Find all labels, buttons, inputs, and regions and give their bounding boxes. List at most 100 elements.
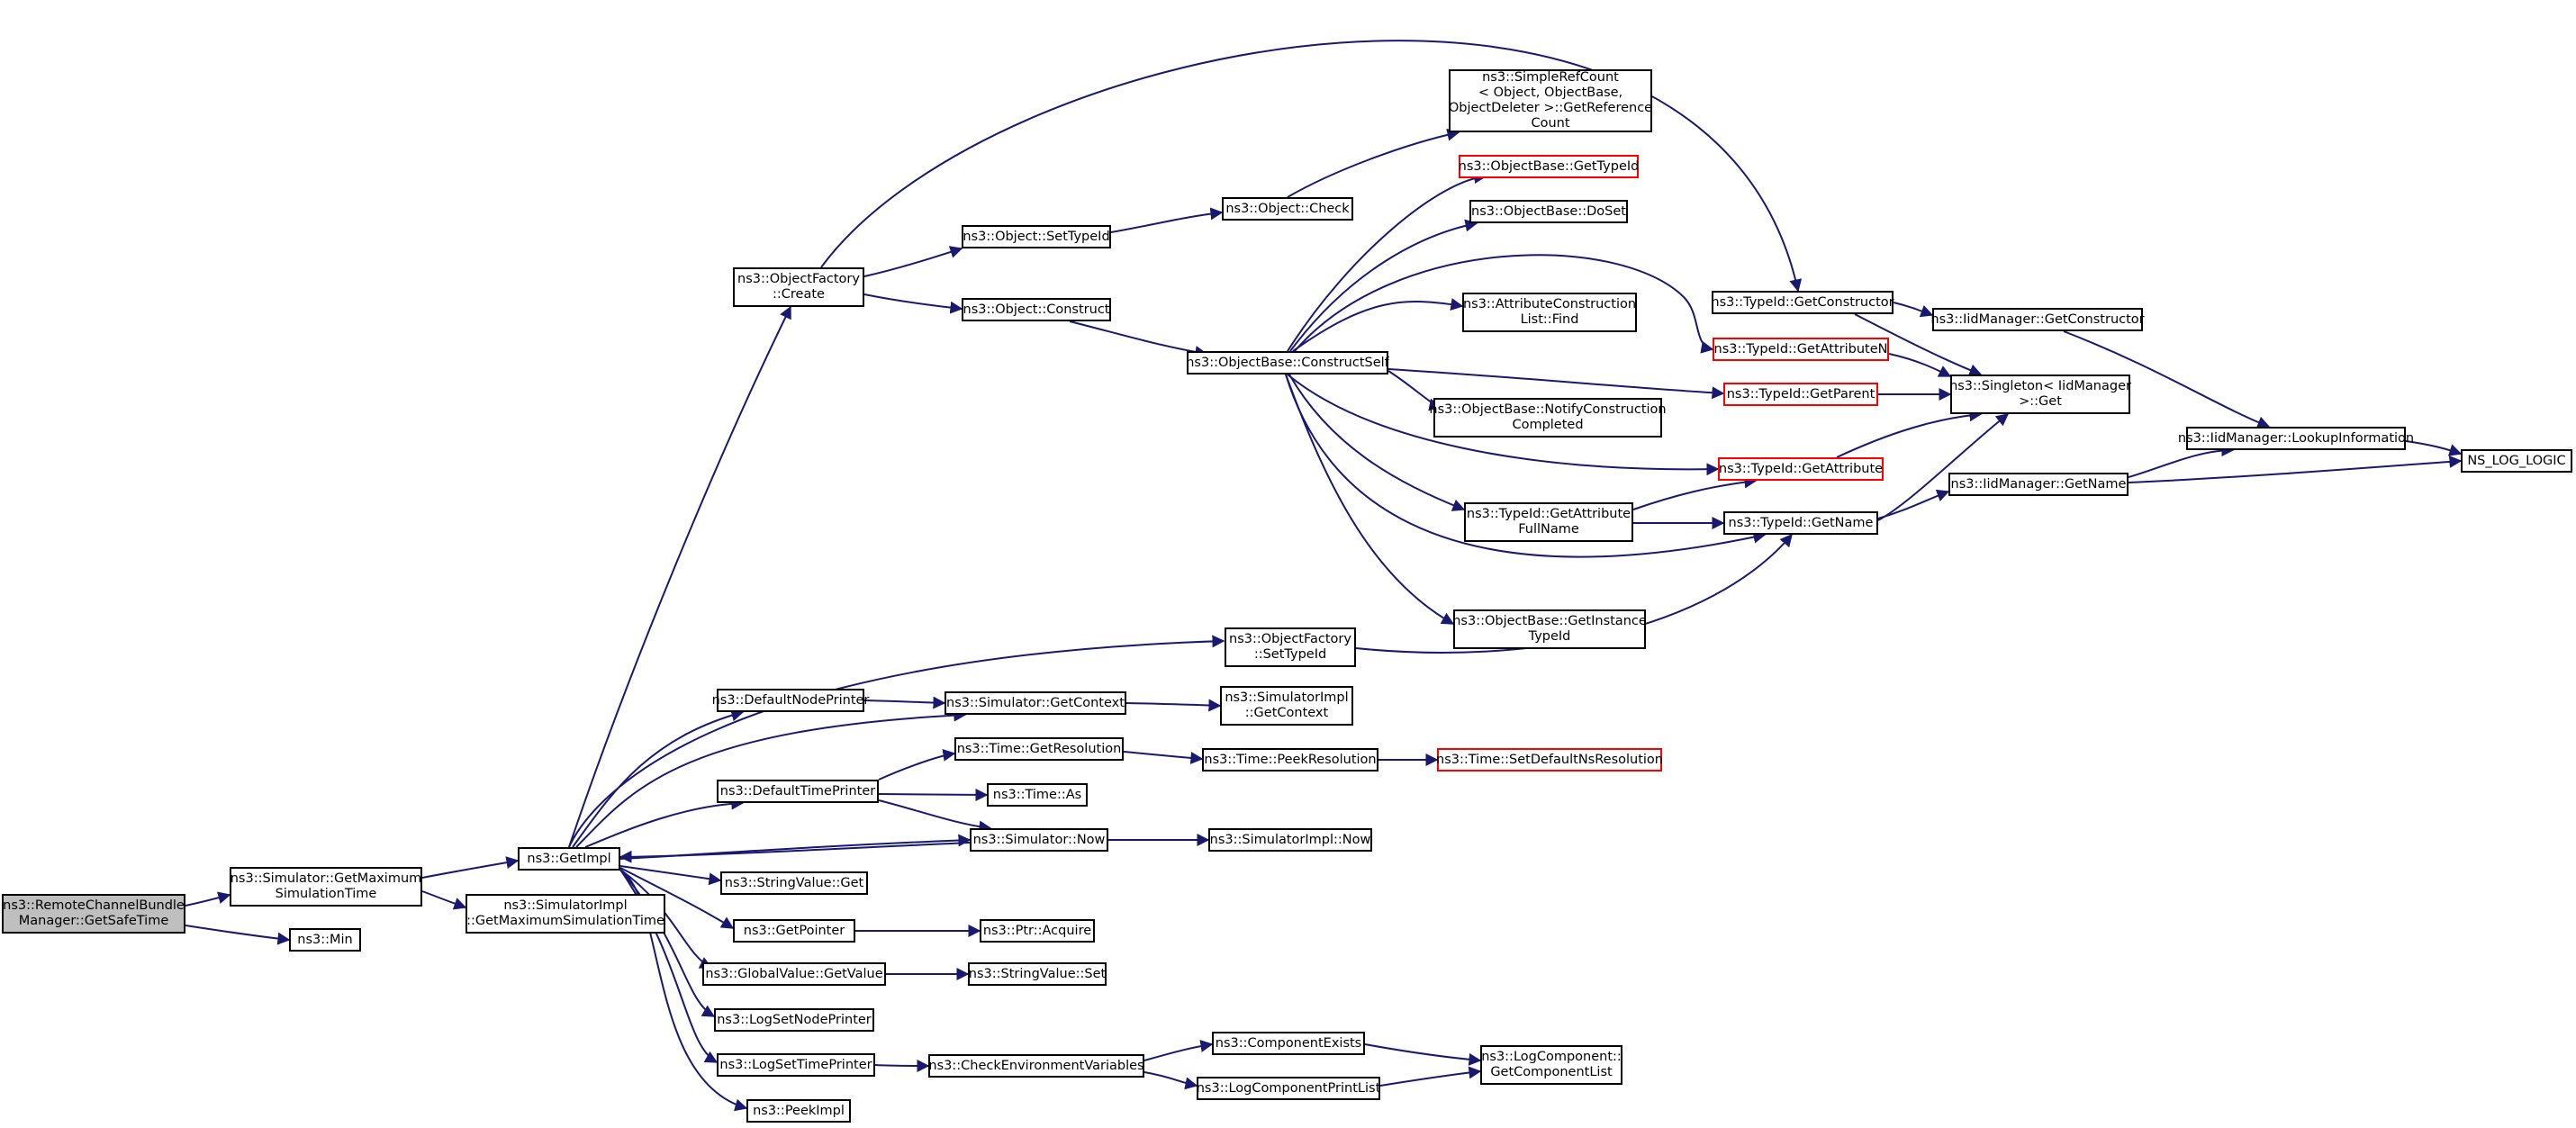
node-attrconst-find[interactable]: ns3::AttributeConstruction List::Find	[1462, 293, 1637, 332]
edge-defaulttimeprinter-to-getresolution	[878, 748, 956, 781]
edge-lookup-to-ns-log-logic	[2405, 440, 2463, 456]
edge-iid-getname-to-ns-log-logic	[2128, 455, 2463, 483]
node-typeid-getconstructor[interactable]: ns3::TypeId::GetConstructor	[1711, 291, 1894, 314]
node-time-peekresolution[interactable]: ns3::Time::PeekResolution	[1202, 748, 1378, 772]
node-simimpl-getcontext[interactable]: ns3::SimulatorImpl ::GetContext	[1220, 686, 1353, 726]
edge-constructself-to-gettypeid	[1287, 171, 1487, 352]
node-simimpl-now[interactable]: ns3::SimulatorImpl::Now	[1208, 828, 1372, 852]
edge-getimpl-to-of-create	[568, 305, 791, 848]
edge-of-create-to-obj-settypeid	[863, 246, 963, 277]
node-peekimpl[interactable]: ns3::PeekImpl	[746, 1099, 851, 1123]
node-sim-getcontext[interactable]: ns3::Simulator::GetContext	[945, 691, 1126, 715]
node-iid-lookup[interactable]: ns3::IidManager::LookupInformation	[2178, 427, 2414, 450]
edge-root-to-min	[185, 925, 291, 945]
node-ob-gettypeid[interactable]: ns3::ObjectBase::GetTypeId	[1459, 155, 1639, 178]
edge-getattrfullname-to-getattribute	[1632, 475, 1758, 510]
node-of-create[interactable]: ns3::ObjectFactory ::Create	[733, 267, 864, 307]
edge-sim-getmax-to-getimpl	[421, 856, 520, 879]
node-logcomponentprintlist[interactable]: ns3::LogComponentPrintList	[1197, 1077, 1380, 1100]
edge-obj-construct-to-ob-constructself	[1069, 320, 1208, 358]
node-sim-getmax[interactable]: ns3::Simulator::GetMaximum SimulationTim…	[230, 867, 422, 907]
node-ob-doset[interactable]: ns3::ObjectBase::DoSet	[1469, 200, 1628, 223]
edge-getimpl-to-of-settypeid	[568, 635, 1225, 848]
edge-getattribute-to-singleton	[1836, 409, 1983, 458]
node-typeid-getattribute[interactable]: ns3::TypeId::GetAttribute	[1718, 457, 1884, 481]
edge-defaulttimeprinter-to-time-as	[878, 788, 989, 801]
node-sim-now[interactable]: ns3::Simulator::Now	[970, 828, 1108, 852]
node-of-settypeid[interactable]: ns3::ObjectFactory ::SetTypeId	[1225, 627, 1356, 667]
edge-obj-settypeid-to-obj-check	[1110, 207, 1224, 233]
node-stringvalue-set[interactable]: ns3::StringValue::Set	[968, 962, 1107, 986]
edge-constructself-to-doset	[1289, 219, 1478, 352]
node-iid-getconstructor[interactable]: ns3::IidManager::GetConstructor	[1930, 308, 2145, 331]
node-singleton-get[interactable]: ns3::Singleton< IidManager >::Get	[1949, 374, 2131, 414]
edge-getimpl-to-getpointer	[619, 867, 735, 929]
node-iid-getname[interactable]: ns3::IidManager::GetName	[1948, 473, 2129, 496]
node-stringvalue-get[interactable]: ns3::StringValue::Get	[720, 871, 868, 895]
edge-of-create-to-obj-construct	[863, 293, 963, 314]
edge-constructself-to-getparent	[1387, 368, 1725, 400]
edge-getimpl-to-defaulttimeprinter	[584, 797, 745, 848]
edge-getimpl-to-peekimpl	[619, 869, 748, 1112]
edge-defaultnodeprinter-to-getcontext	[863, 696, 946, 709]
node-checkenv[interactable]: ns3::CheckEnvironmentVariables	[928, 1054, 1144, 1078]
edge-getconstructor-to-singleton	[1854, 313, 1983, 376]
node-obj-settypeid[interactable]: ns3::Object::SetTypeId	[962, 225, 1111, 248]
node-getpointer[interactable]: ns3::GetPointer	[733, 919, 855, 943]
edge-iid-getconstructor-to-lookup	[2063, 330, 2271, 429]
edge-constructself-to-getattribute	[1287, 374, 1720, 476]
node-logcomponent-getlist[interactable]: ns3::LogComponent:: GetComponentList	[1480, 1045, 1622, 1085]
edge-getname-to-singleton	[1877, 413, 2010, 521]
node-simimpl-getmax[interactable]: ns3::SimulatorImpl ::GetMaximumSimulatio…	[465, 894, 665, 934]
edge-getname-to-iid-getname	[1877, 489, 1950, 519]
edge-constructself-to-attrconst-find	[1292, 298, 1464, 352]
node-ob-notify[interactable]: ns3::ObjectBase::NotifyConstruction Comp…	[1429, 398, 1667, 438]
node-root: ns3::RemoteChannelBundle Manager::GetSaf…	[2, 894, 185, 934]
node-typeid-getparent[interactable]: ns3::TypeId::GetParent	[1723, 383, 1878, 406]
node-ob-constructself[interactable]: ns3::ObjectBase::ConstructSelf	[1186, 351, 1389, 374]
edge-checkenv-to-componentexists	[1143, 1039, 1214, 1061]
edge-getimpl-to-globalvalue-getvalue	[619, 869, 713, 969]
edge-getimpl-to-sim-getcontext	[575, 708, 967, 848]
node-ob-getinstancetypeid[interactable]: ns3::ObjectBase::GetInstance TypeId	[1452, 609, 1647, 649]
edge-printlist-to-getlist	[1379, 1066, 1482, 1087]
node-obj-construct[interactable]: ns3::Object::Construct	[962, 298, 1111, 321]
node-componentexists[interactable]: ns3::ComponentExists	[1212, 1032, 1365, 1055]
node-time-setdefaultns[interactable]: ns3::Time::SetDefaultNsResolution	[1436, 748, 1663, 772]
node-time-getresolution[interactable]: ns3::Time::GetResolution	[954, 737, 1124, 761]
edge-getconstructor-to-iid-getconstructor	[1893, 302, 1934, 318]
node-globalvalue-getvalue[interactable]: ns3::GlobalValue::GetValue	[702, 962, 886, 986]
node-ns-log-logic[interactable]: NS_LOG_LOGIC	[2461, 449, 2572, 473]
node-simplerefcount[interactable]: ns3::SimpleRefCount < Object, ObjectBase…	[1448, 69, 1653, 132]
node-defaultnodeprinter[interactable]: ns3::DefaultNodePrinter	[712, 689, 869, 712]
edge-constructself-to-getattrfullname	[1288, 374, 1466, 511]
node-typeid-getname[interactable]: ns3::TypeId::GetName	[1723, 511, 1878, 535]
edge-componentexists-to-getlist	[1364, 1043, 1482, 1066]
edge-logsettimeprinter-to-checkenv	[874, 1059, 930, 1072]
node-obj-check[interactable]: ns3::Object::Check	[1222, 197, 1353, 221]
node-typeid-getattributen[interactable]: ns3::TypeId::GetAttributeN	[1713, 338, 1889, 361]
edge-sim-getmax-to-simimpl-getmax	[421, 890, 467, 910]
node-min[interactable]: ns3::Min	[289, 928, 361, 952]
edge-sim-now-to-getimpl	[619, 842, 971, 863]
node-ptr-acquire[interactable]: ns3::Ptr::Acquire	[980, 919, 1095, 943]
node-logsetnodeprinter[interactable]: ns3::LogSetNodePrinter	[714, 1008, 874, 1032]
edge-constructself-to-getinstancetypeid	[1285, 374, 1455, 625]
node-typeid-getattrfullname[interactable]: ns3::TypeId::GetAttribute FullName	[1464, 502, 1633, 542]
edge-getimpl-to-defaultnodeprinter	[572, 708, 745, 848]
edge-constructself-to-getattributen	[1294, 254, 1714, 354]
node-defaulttimeprinter[interactable]: ns3::DefaultTimePrinter	[717, 780, 879, 803]
node-logsettimeprinter[interactable]: ns3::LogSetTimePrinter	[717, 1053, 875, 1077]
edge-root-to-sim-getmax	[185, 891, 231, 907]
edge-checkenv-to-logcomponentprintlist	[1143, 1071, 1198, 1090]
edge-of-create-to-typeid-getconstructor	[820, 40, 1803, 293]
node-getimpl[interactable]: ns3::GetImpl	[518, 847, 620, 871]
edge-getimpl-to-stringvalue-get	[619, 865, 722, 886]
edge-getattributen-to-singleton	[1888, 353, 1952, 377]
edge-getresolution-to-peekresolution	[1123, 751, 1204, 764]
node-time-as[interactable]: ns3::Time::As	[987, 783, 1088, 807]
edge-getcontext-to-simimpl-getcontext	[1125, 699, 1222, 712]
edge-obj-check-to-simplerefcount	[1287, 128, 1460, 198]
